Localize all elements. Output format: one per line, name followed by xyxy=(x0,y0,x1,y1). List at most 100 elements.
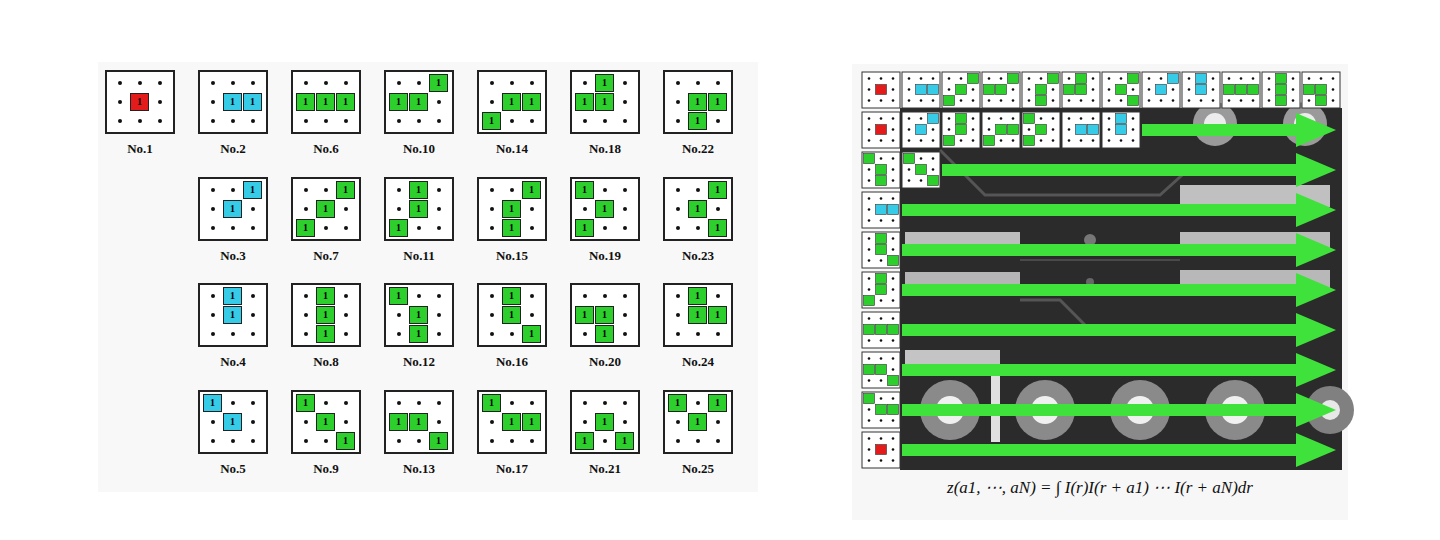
grid-dot xyxy=(417,119,421,123)
grid-dot xyxy=(437,188,441,192)
mini-dot xyxy=(892,397,895,400)
mini-dot xyxy=(1188,77,1191,80)
mini-cell xyxy=(928,114,939,124)
mask-cell: 1 xyxy=(409,325,428,343)
mini-mask xyxy=(862,312,900,348)
grid-dot xyxy=(696,81,700,85)
grid-dot xyxy=(304,420,308,424)
mask-number: No.9 xyxy=(291,461,361,477)
grid-dot xyxy=(716,294,720,298)
mini-dot xyxy=(868,259,871,262)
grid-dot xyxy=(623,188,627,192)
cell-value: 1 xyxy=(343,435,348,446)
grid-dot xyxy=(603,401,607,405)
mini-dot xyxy=(1120,77,1123,80)
pcb-trace xyxy=(1020,259,1180,261)
arrow-shaft xyxy=(942,164,1300,176)
mask-node: 111No.21 xyxy=(570,390,642,477)
mini-dot xyxy=(880,117,883,120)
mask-cell: 1 xyxy=(595,93,614,111)
mini-dot xyxy=(880,157,883,160)
mini-dot xyxy=(1148,88,1151,91)
grid-dot xyxy=(696,226,700,230)
mask-cell: 1 xyxy=(708,306,727,324)
mini-dot xyxy=(1000,99,1003,102)
grid-dot xyxy=(510,332,514,336)
mini-dot xyxy=(1292,99,1295,102)
grid-dot xyxy=(324,81,328,85)
grid-dot xyxy=(231,439,235,443)
mask-box: 111 xyxy=(384,177,454,241)
grid-dot xyxy=(530,119,534,123)
mask-cell: 1 xyxy=(389,93,408,111)
mini-dot xyxy=(868,237,871,240)
grid-dot xyxy=(696,332,700,336)
grid-dot xyxy=(623,332,627,336)
mini-cell xyxy=(1024,136,1035,146)
mask-cell: 1 xyxy=(575,219,594,237)
mini-cell xyxy=(1128,96,1139,106)
cell-value: 1 xyxy=(396,222,401,233)
mini-dot xyxy=(1132,139,1135,142)
mini-dot xyxy=(972,88,975,91)
grid-dot xyxy=(344,401,348,405)
mask-number: No.2 xyxy=(198,141,268,157)
mini-mask xyxy=(942,112,980,148)
mini-dot xyxy=(972,139,975,142)
left-panel xyxy=(98,62,758,492)
cell-value: 1 xyxy=(695,115,700,126)
mini-dot xyxy=(868,459,871,462)
cell-value: 1 xyxy=(323,416,328,427)
grid-dot xyxy=(251,226,255,230)
cell-value: 1 xyxy=(396,96,401,107)
grid-dot xyxy=(417,401,421,405)
grid-dot xyxy=(530,401,534,405)
mini-dot xyxy=(960,99,963,102)
mask-number: No.23 xyxy=(663,248,733,264)
grid-dot xyxy=(211,119,215,123)
mask-node: 111No.22 xyxy=(663,70,735,157)
grid-dot xyxy=(344,313,348,317)
mask-box: 111 xyxy=(663,70,733,134)
cell-value: 1 xyxy=(489,115,494,126)
mini-dot xyxy=(948,117,951,120)
grid-dot xyxy=(158,119,162,123)
mask-node: 11No.3 xyxy=(198,177,270,264)
cell-value: 1 xyxy=(715,309,720,320)
grid-dot xyxy=(623,81,627,85)
mini-dot xyxy=(892,317,895,320)
arrow-head xyxy=(1296,353,1336,387)
grid-dot xyxy=(490,332,494,336)
mask-cell: 1 xyxy=(316,200,335,218)
cell-value: 1 xyxy=(715,184,720,195)
mini-dot xyxy=(868,179,871,182)
mask-cell: 1 xyxy=(688,413,707,431)
cell-value: 1 xyxy=(582,222,587,233)
mini-dot xyxy=(892,357,895,360)
mask-number: No.15 xyxy=(477,248,547,264)
mask-node: 11No.4 xyxy=(198,283,270,370)
grid-dot xyxy=(603,188,607,192)
grid-dot xyxy=(304,294,308,298)
cell-value: 1 xyxy=(303,222,308,233)
mini-dot xyxy=(1000,77,1003,80)
grid-dot xyxy=(251,401,255,405)
grid-dot xyxy=(158,81,162,85)
grid-dot xyxy=(304,188,308,192)
mask-node: 111No.6 xyxy=(291,70,363,157)
mask-cell: 1 xyxy=(688,306,707,324)
mini-dot xyxy=(1028,77,1031,80)
mini-dot xyxy=(892,339,895,342)
grid-dot xyxy=(510,81,514,85)
grid-dot xyxy=(397,188,401,192)
mini-dot xyxy=(892,179,895,182)
grid-dot xyxy=(696,439,700,443)
mask-box: 111 xyxy=(291,177,361,241)
mini-dot xyxy=(960,77,963,80)
mini-cell xyxy=(864,154,875,164)
mini-dot xyxy=(1012,117,1015,120)
mask-cell: 1 xyxy=(203,394,222,412)
mini-dot xyxy=(948,77,951,80)
mini-cell xyxy=(1116,85,1127,95)
grid-dot xyxy=(324,226,328,230)
